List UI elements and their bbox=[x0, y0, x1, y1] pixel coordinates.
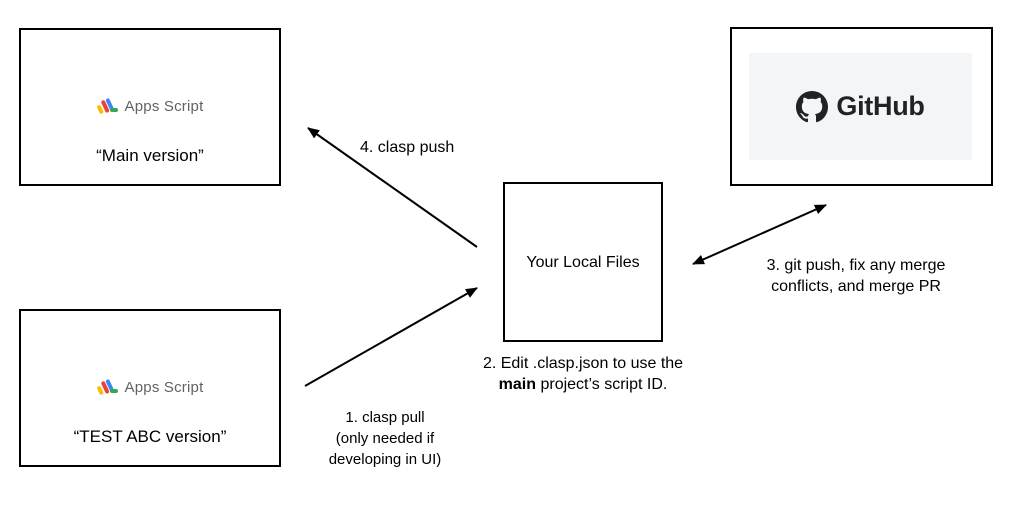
step3-label: 3. git push, fix any merge conflicts, an… bbox=[738, 255, 974, 297]
step4-label: 4. clasp push bbox=[360, 139, 455, 156]
apps-script-logo: Apps Script bbox=[21, 377, 279, 397]
apps-script-logo-text: Apps Script bbox=[124, 97, 204, 115]
apps-script-logo-text: Apps Script bbox=[124, 378, 204, 396]
step2-label: 2. Edit .clasp.json to use the main proj… bbox=[450, 353, 716, 395]
step1-line1: 1. clasp pull bbox=[345, 409, 425, 426]
apps-script-logo-icon bbox=[96, 98, 118, 114]
step3-line2: conflicts, and merge PR bbox=[771, 278, 941, 295]
test-version-box: Apps Script “TEST ABC version” bbox=[19, 309, 281, 467]
github-logo: GitHub bbox=[749, 53, 972, 160]
step1-line2: (only needed if bbox=[335, 430, 435, 447]
apps-script-logo: Apps Script bbox=[21, 96, 279, 116]
step2-bold-main: main bbox=[498, 376, 537, 393]
main-version-box: Apps Script “Main version” bbox=[19, 28, 281, 186]
arrow-clasp-push bbox=[307, 127, 478, 248]
local-files-label: Your Local Files bbox=[526, 254, 640, 271]
github-box: GitHub bbox=[730, 27, 993, 186]
github-octocat-icon bbox=[796, 90, 829, 122]
arrow-clasp-pull bbox=[304, 287, 478, 387]
step1-label: 1. clasp pull (only needed if developing… bbox=[300, 407, 470, 470]
step2-line1: 2. Edit .clasp.json to use the bbox=[482, 355, 684, 372]
local-files-box: Your Local Files bbox=[503, 182, 663, 342]
test-version-caption: “TEST ABC version” bbox=[73, 427, 227, 446]
main-version-caption: “Main version” bbox=[96, 146, 204, 165]
apps-script-logo-icon bbox=[96, 379, 118, 395]
step3-line1: 3. git push, fix any merge bbox=[766, 257, 946, 274]
step2-line2-rest: project’s script ID. bbox=[536, 376, 668, 393]
step2-line2: main project’s script ID. bbox=[450, 374, 716, 395]
arrow-git-sync bbox=[692, 204, 827, 265]
step1-line3: developing in UI) bbox=[328, 451, 442, 468]
github-logo-text: GitHub bbox=[836, 91, 925, 121]
